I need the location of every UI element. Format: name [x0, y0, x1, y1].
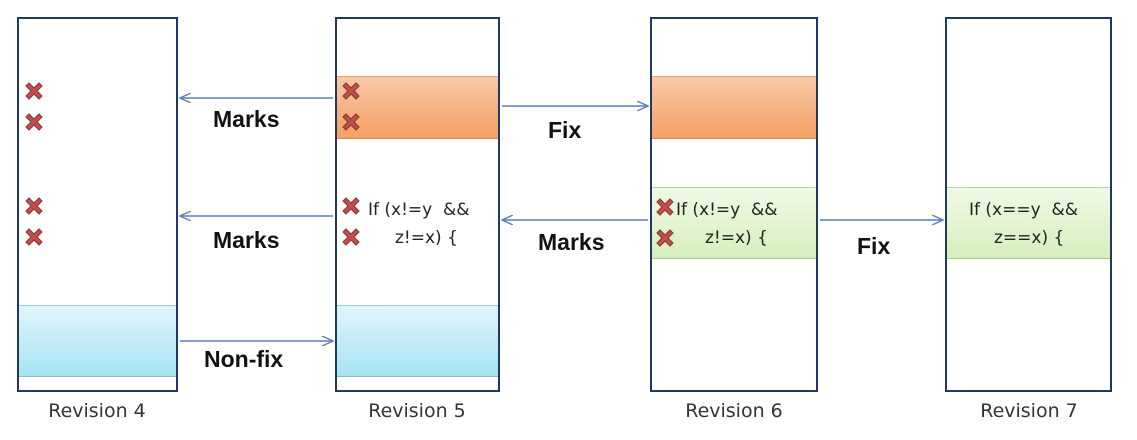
revision-4-box: [17, 17, 178, 392]
revision-6-box: If (x!=y && z!=x) {: [650, 17, 818, 392]
marks-label-mid: Marks: [213, 227, 280, 253]
code-line-1: If (x==y &&: [969, 200, 1078, 220]
fixed-region: [947, 187, 1110, 259]
marker-x-icon: [654, 227, 676, 249]
code-line-1: If (x!=y &&: [368, 200, 470, 220]
marker-x-icon: [654, 196, 676, 218]
fixed-region: [652, 76, 816, 139]
fix-label-top: Fix: [548, 117, 582, 143]
marker-x-icon: [23, 226, 45, 248]
revision-7-label: Revision 7: [980, 400, 1078, 422]
marker-x-icon: [23, 195, 45, 217]
non-fix-region: [337, 305, 498, 377]
non-fix-label: Non-fix: [204, 346, 284, 372]
fix-label-r7: Fix: [857, 233, 891, 259]
marker-x-icon: [23, 111, 45, 133]
marks-label-top: Marks: [213, 106, 280, 132]
marker-x-icon: [340, 80, 362, 102]
fixed-region: [337, 76, 498, 139]
code-line-1: If (x!=y &&: [676, 200, 778, 220]
marker-x-icon: [340, 226, 362, 248]
marker-x-icon: [340, 195, 362, 217]
revision-5-box: If (x!=y && z!=x) {: [335, 17, 500, 392]
revision-4-label: Revision 4: [48, 400, 146, 422]
revision-6-label: Revision 6: [685, 400, 783, 422]
marker-x-icon: [23, 80, 45, 102]
revision-7-box: If (x==y && z==x) {: [945, 17, 1112, 392]
changed-region: [652, 187, 816, 259]
marker-x-icon: [340, 111, 362, 133]
code-line-2: z!=x) {: [705, 228, 768, 248]
marks-label-r6: Marks: [538, 229, 605, 255]
non-fix-region: [19, 305, 176, 377]
revision-5-label: Revision 5: [368, 400, 466, 422]
code-line-2: z!=x) {: [395, 228, 458, 248]
code-line-2: z==x) {: [994, 228, 1065, 248]
